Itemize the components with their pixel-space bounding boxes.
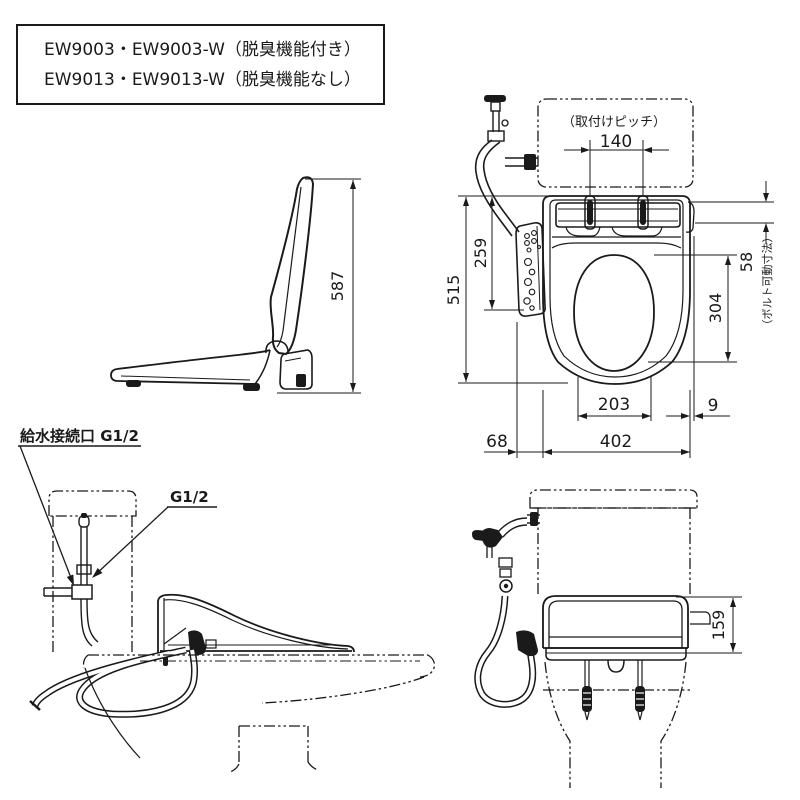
- toilet-tank-rear: [529, 489, 698, 596]
- label-water-supply-port: 給水接続口 G1/2: [20, 427, 139, 445]
- front-foot: [126, 380, 141, 387]
- toilet-bowl-rear: [544, 661, 687, 788]
- open-lid-outline: [269, 176, 315, 356]
- control-panel: [515, 222, 546, 317]
- supply-connection-port: [71, 584, 93, 600]
- mounting-bolt-left: [584, 195, 596, 230]
- dim-68-label: 68: [486, 432, 508, 452]
- power-cord: [84, 667, 141, 759]
- model-line-1: EW9003・EW9003-W（脱臭機能付き）: [44, 40, 361, 60]
- panel-buttons: [523, 230, 542, 311]
- model-info-border: [16, 24, 385, 105]
- dim-159-label: 159: [709, 610, 728, 641]
- toilet-tank-side: [48, 490, 137, 652]
- label-bolt-range: （ボルト可動寸法）: [760, 232, 774, 331]
- side-view-open: 587: [110, 176, 361, 394]
- dim-587-label: 587: [328, 271, 347, 302]
- dim-304-label: 304: [706, 293, 725, 324]
- installed-side-view: 給水接続口 G1/2 G1/2: [18, 427, 436, 773]
- seat-back-rear: [542, 595, 711, 673]
- supply-pipe: [43, 513, 99, 647]
- dim-515-label: 515: [444, 275, 463, 306]
- side-tab: [690, 611, 711, 625]
- toilet-bowl-side: [82, 654, 436, 773]
- water-hose: [29, 646, 199, 759]
- rear-view: 159: [472, 489, 742, 788]
- dim-58: 58 （ボルト可動寸法）: [690, 181, 774, 331]
- label-g-thread-text: G1/2: [170, 488, 209, 506]
- seat-profile: [110, 349, 271, 391]
- dim-259: 259: [471, 197, 524, 311]
- dim-140-label: 140: [600, 132, 632, 152]
- rear-bolt-right: [635, 660, 645, 721]
- label-g-thread: G1/2: [92, 488, 217, 578]
- model-info-box: EW9003・EW9003-W（脱臭機能付き） EW9013・EW9013-W（…: [16, 24, 385, 105]
- dim-9-label: 9: [708, 396, 719, 416]
- dim-140: （取付けピッチ） 140: [562, 115, 669, 196]
- rear-valve-hose: [472, 512, 540, 708]
- seat-outline-top: [542, 195, 695, 385]
- dim-515: 515: [444, 195, 568, 384]
- bidet-seat-profile: [157, 593, 355, 666]
- dim-587: 587: [277, 178, 361, 394]
- dim-203: 203: [577, 377, 652, 421]
- hose-connector: [188, 630, 206, 655]
- mounting-bolt-right: [637, 195, 649, 230]
- dim-159: 159: [676, 596, 742, 654]
- dim-68-402: 68 402: [484, 322, 690, 458]
- valve-handle: [472, 530, 492, 542]
- label-water-supply: 給水接続口 G1/2: [18, 427, 141, 586]
- mounting-plate: [555, 195, 681, 237]
- rear-bolt-left: [582, 660, 592, 721]
- label-mounting-pitch: （取付けピッチ）: [562, 115, 666, 130]
- rear-foot: [243, 383, 260, 391]
- dim-304: 304: [648, 254, 737, 363]
- model-line-2: EW9013・EW9013-W（脱臭機能なし）: [44, 70, 361, 90]
- dim-203-label: 203: [598, 395, 630, 415]
- center-hook: [607, 659, 625, 673]
- dim-402-label: 402: [600, 432, 632, 452]
- seat-opening: [573, 254, 655, 372]
- toilet-tank-outline-top: [537, 98, 694, 188]
- dim-259-label: 259: [471, 238, 490, 269]
- base-foot: [296, 374, 306, 387]
- hinge-base: [265, 340, 313, 390]
- water-valve-assembly: [474, 95, 538, 237]
- top-view: （取付けピッチ） 140 515 259 58: [444, 95, 774, 458]
- dim-58-label: 58: [737, 252, 756, 272]
- dim-9: 9: [666, 236, 730, 458]
